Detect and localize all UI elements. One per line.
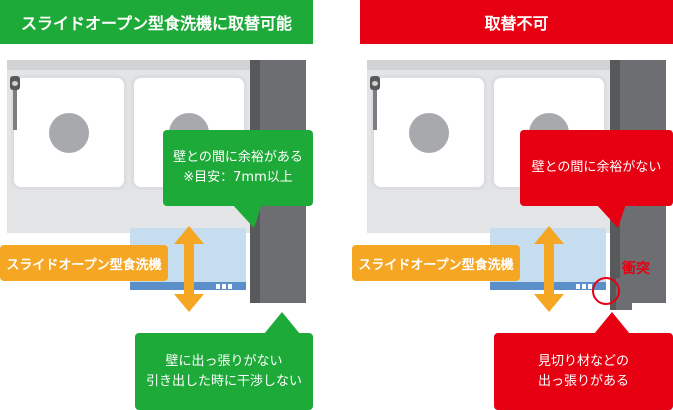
- top-callout-pointer: [596, 204, 626, 228]
- dishwasher-label: スライドオープン型食洗機: [352, 245, 520, 281]
- top-callout-line-1: 壁との間に余裕がない: [531, 160, 662, 175]
- top-callout: 壁との間に余裕がある ※目安：7mm以上: [163, 130, 313, 206]
- top-callout-line-1: 壁との間に余裕がある: [173, 150, 303, 165]
- drawer-indicator-icon: [576, 284, 592, 289]
- ok-panel: スライドオープン型食洗機に取替可能 スライドオープン型食洗機 壁との間に余裕があ…: [0, 0, 313, 410]
- faucet-icon: [10, 76, 20, 130]
- slide-arrow-icon: [534, 226, 564, 312]
- top-callout-pointer: [232, 204, 262, 228]
- faucet-icon: [370, 76, 380, 130]
- bottom-callout-pointer: [594, 312, 630, 334]
- counter-edge: [367, 60, 610, 70]
- sink-basin-left: [371, 75, 487, 190]
- collision-label: 衝突: [622, 261, 650, 277]
- ng-header: 取替不可: [360, 0, 673, 44]
- ng-panel: 取替不可 衝突 スライドオープン型食洗機 壁との間に余裕がない 見切: [352, 0, 673, 410]
- collision-ring-icon: [592, 277, 620, 305]
- ok-header: スライドオープン型食洗機に取替可能: [0, 0, 313, 44]
- top-callout-line-2: ※目安：7mm以上: [183, 170, 293, 185]
- sink-basin-left: [11, 75, 127, 190]
- bottom-callout-pointer: [264, 312, 300, 334]
- slide-arrow-icon: [174, 226, 204, 312]
- bottom-callout-line-1: 壁に出っ張りがない: [165, 353, 283, 369]
- dishwasher-label: スライドオープン型食洗機: [0, 245, 168, 281]
- drawer-indicator-icon: [216, 284, 232, 289]
- counter-edge: [7, 60, 250, 70]
- bottom-callout-line-2: 引き出した時に干渉しない: [145, 373, 302, 389]
- bottom-callout: 壁に出っ張りがない 引き出した時に干渉しない: [135, 333, 313, 410]
- drain-icon: [49, 112, 89, 153]
- bottom-callout-line-2: 出っ張りがある: [537, 373, 629, 389]
- top-callout: 壁との間に余裕がない: [520, 130, 673, 206]
- drain-icon: [409, 112, 449, 153]
- bottom-callout-line-1: 見切り材などの: [537, 353, 629, 369]
- bottom-callout: 見切り材などの 出っ張りがある: [494, 333, 673, 410]
